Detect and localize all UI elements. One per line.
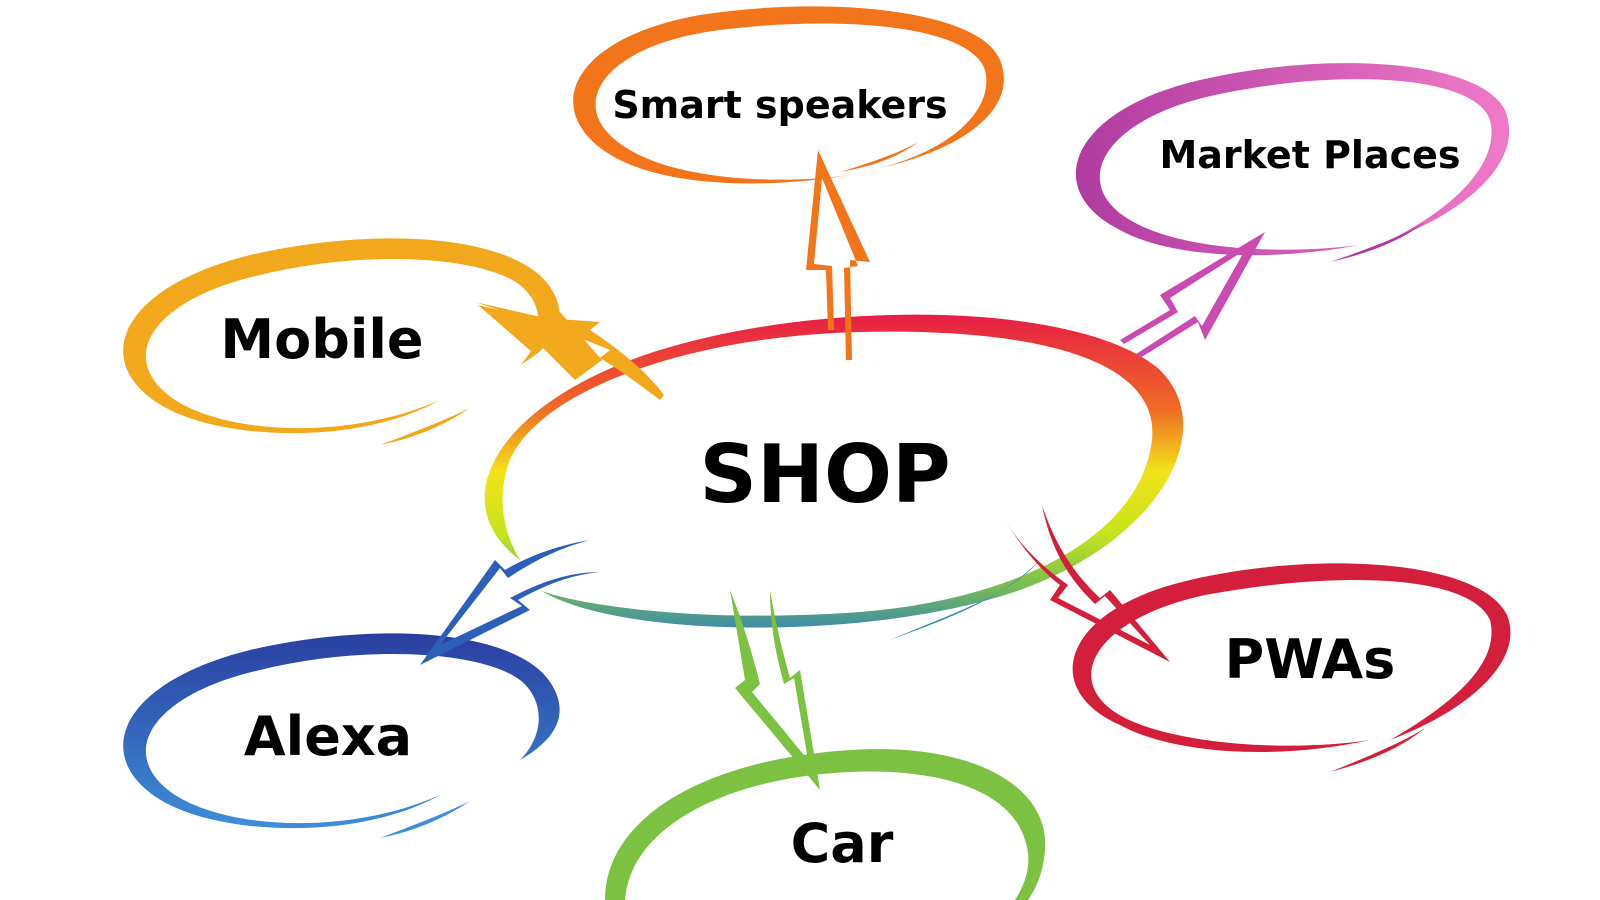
mobile-label: Mobile xyxy=(220,308,423,371)
node-smart-speakers: Smart speakers xyxy=(573,6,1004,360)
center-label: SHOP xyxy=(699,428,950,521)
smart-speakers-label: Smart speakers xyxy=(612,83,947,127)
center-ring xyxy=(484,314,1184,628)
market-places-label: Market Places xyxy=(1159,133,1460,177)
market-places-ring xyxy=(1075,63,1510,256)
car-arrow xyxy=(730,590,820,790)
node-mobile: Mobile xyxy=(123,238,664,445)
smart-speakers-arrow xyxy=(806,150,870,360)
pwas-ring-tail xyxy=(1330,728,1425,772)
alexa-label: Alexa xyxy=(244,705,412,768)
node-alexa: Alexa xyxy=(123,540,600,838)
smart-speakers-ring-tail xyxy=(840,142,918,172)
mobile-arrow xyxy=(475,302,664,400)
node-car: Car xyxy=(605,590,1046,900)
market-places-arrow xyxy=(1120,232,1265,358)
pwas-label: PWAs xyxy=(1225,628,1396,691)
alexa-arrow xyxy=(420,540,600,665)
car-label: Car xyxy=(791,812,894,875)
center-node: SHOP xyxy=(484,314,1184,640)
node-market-places: Market Places xyxy=(1075,63,1510,358)
node-pwas: PWAs xyxy=(1005,505,1511,772)
car-ring xyxy=(605,749,1046,900)
pwas-arrow xyxy=(1005,505,1170,662)
mobile-ring-tail xyxy=(380,408,470,445)
market-places-ring-tail xyxy=(1330,222,1425,262)
alexa-ring-tail xyxy=(380,801,470,838)
